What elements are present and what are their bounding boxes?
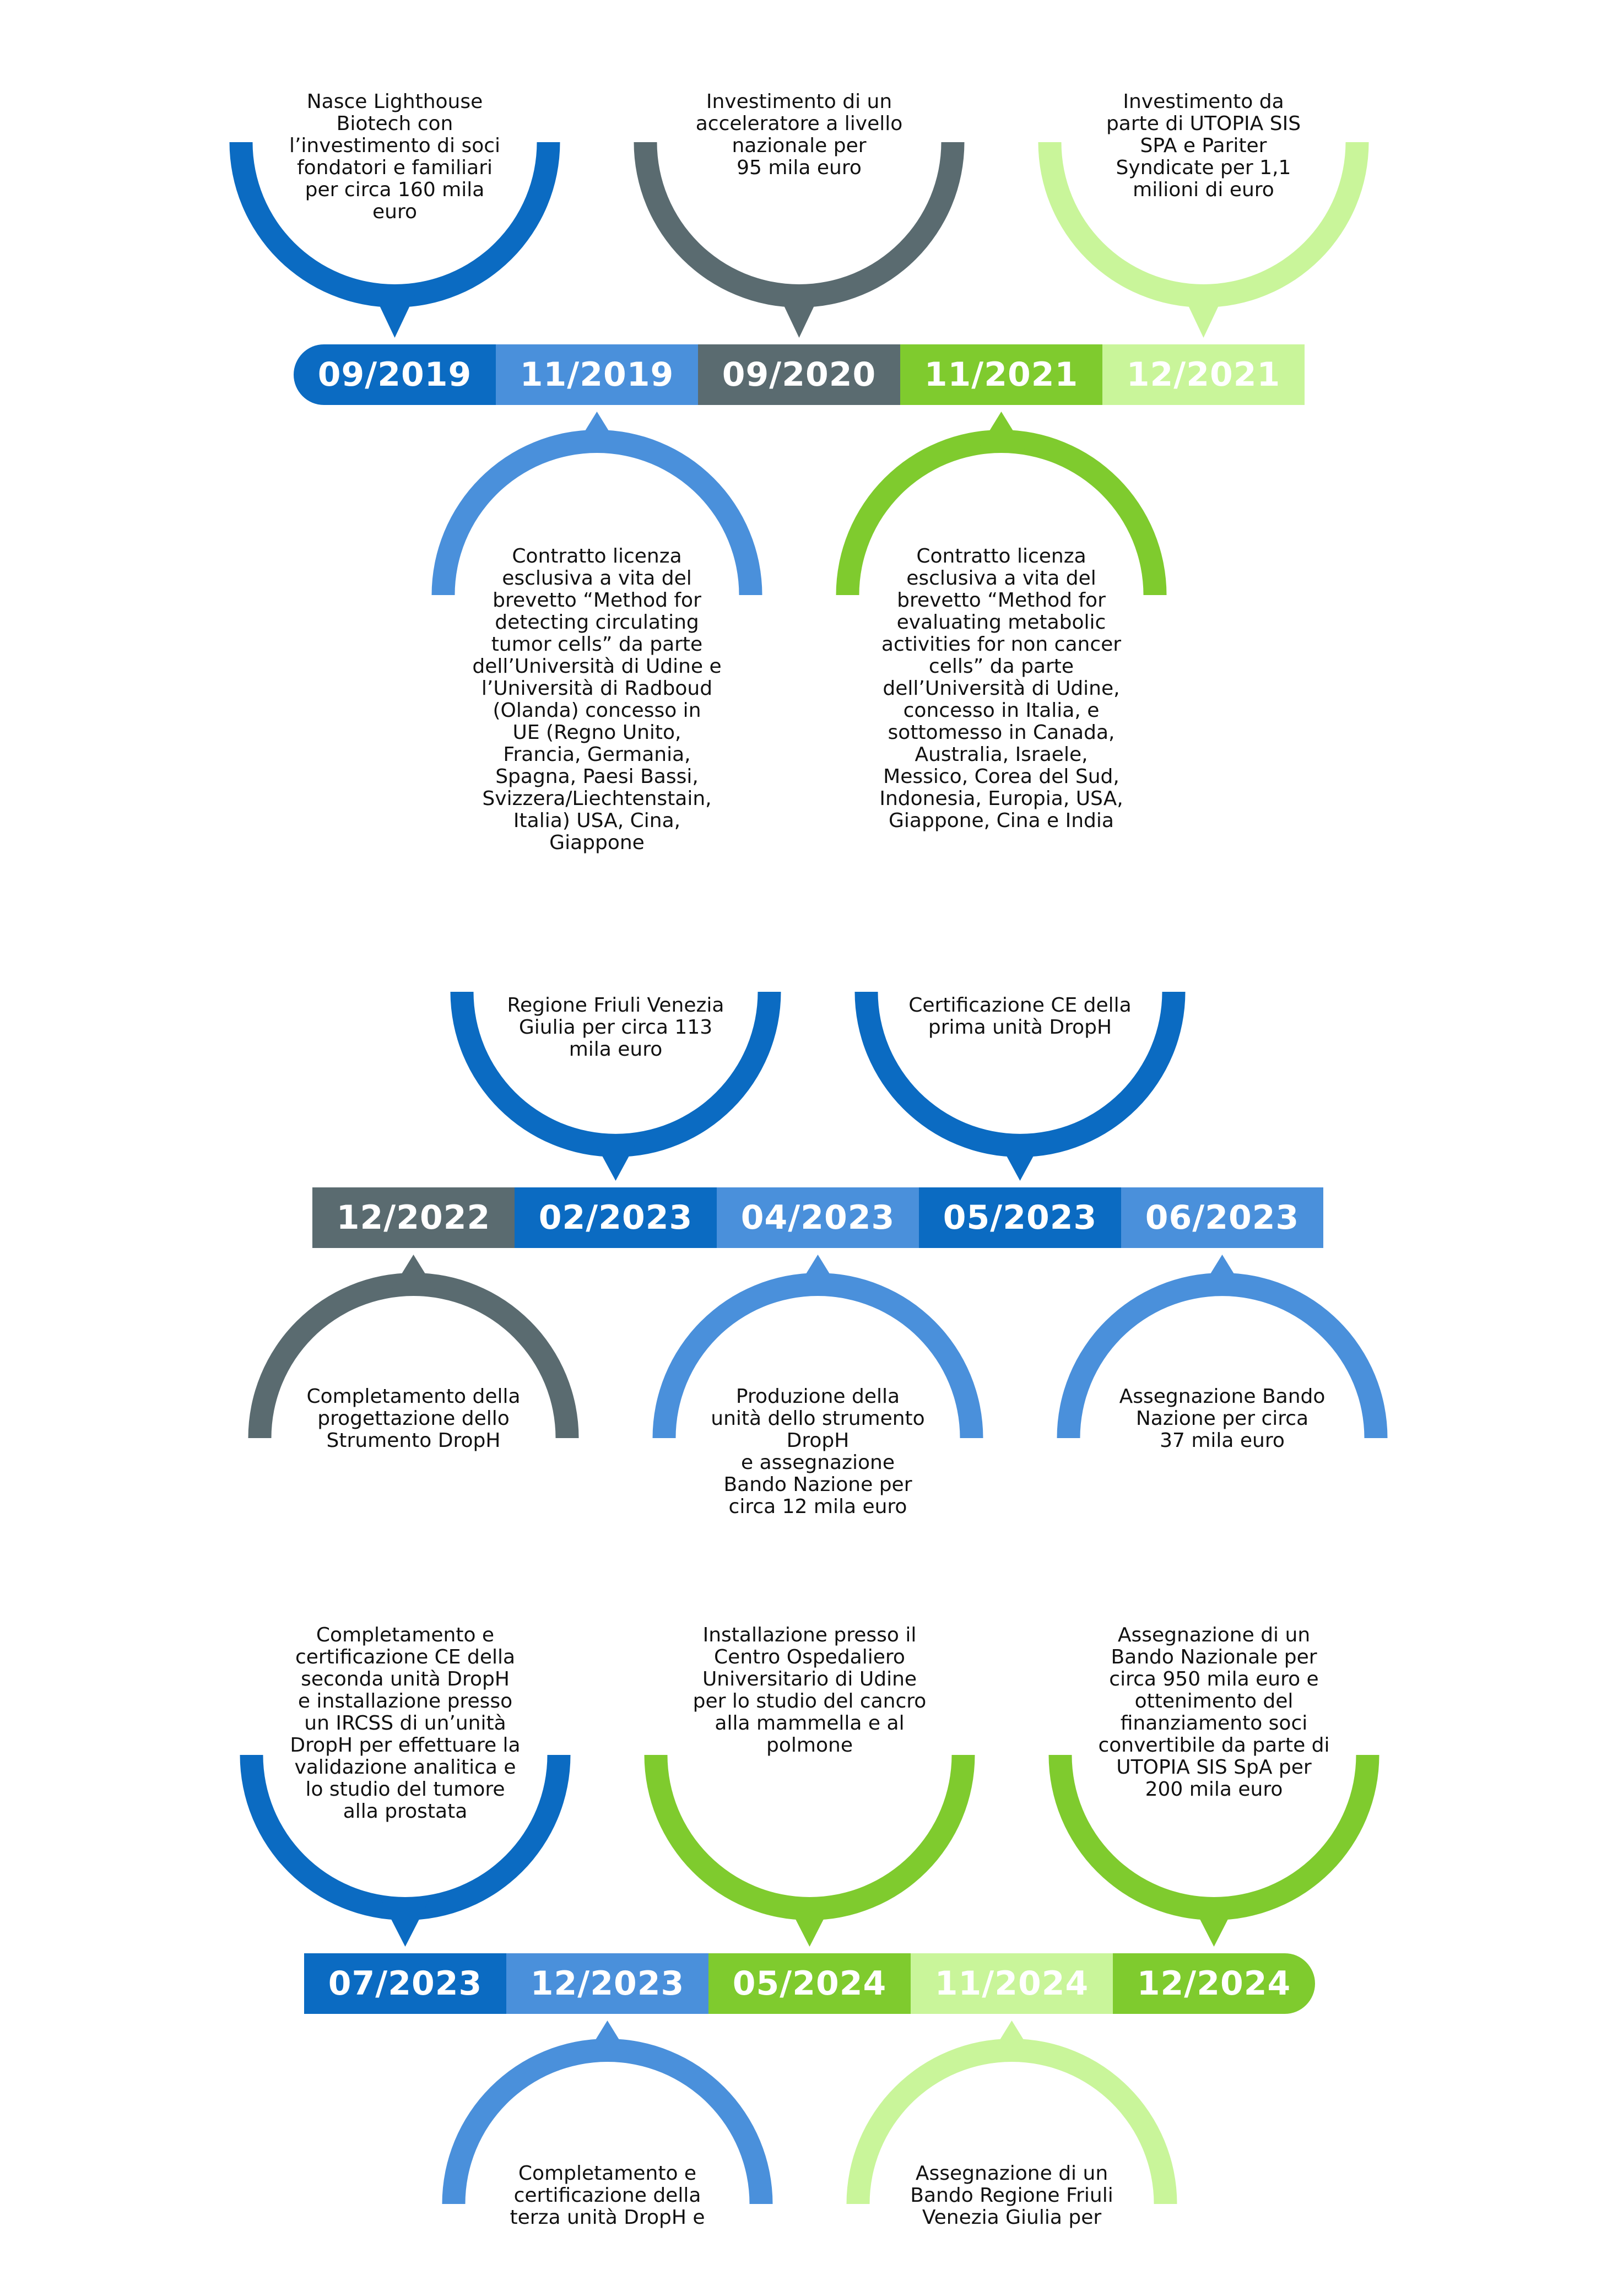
timeline-date-segment: 09/2019 xyxy=(294,344,496,405)
event-arc xyxy=(1048,1755,1379,1920)
event-description: Assegnazione Bando Nazione per circa 37 … xyxy=(1119,1385,1326,1452)
event-arc xyxy=(442,2039,773,2204)
event-description: Assegnazione di un Bando Regione Friuli … xyxy=(910,2162,1113,2229)
event-arc xyxy=(846,2039,1177,2204)
event-arc xyxy=(450,992,781,1157)
event-description: Nasce Lighthouse Biotech con l’investime… xyxy=(289,90,501,223)
timeline-date-segment: 06/2023 xyxy=(1121,1187,1323,1248)
event-arc xyxy=(229,142,560,307)
timeline-date-segment: 05/2024 xyxy=(708,1953,911,2014)
event-pointer xyxy=(1197,1255,1247,1295)
event-pointer xyxy=(582,2021,632,2061)
event-description: Certificazione CE della prima unità Drop… xyxy=(908,994,1132,1039)
event-arc xyxy=(240,1755,571,1920)
event-arc xyxy=(248,1273,579,1438)
event-pointer xyxy=(370,285,420,338)
event-pointer xyxy=(380,1898,430,1947)
event-arc xyxy=(1057,1273,1388,1438)
event-arc xyxy=(1038,142,1369,307)
event-arc xyxy=(836,430,1167,595)
event-pointer xyxy=(995,1135,1045,1181)
timeline-date-segment: 11/2021 xyxy=(900,344,1102,405)
timeline-date-segment: 12/2023 xyxy=(506,1953,708,2014)
timeline-date-segment: 12/2022 xyxy=(312,1187,515,1248)
event-description: Completamento e certificazione CE della … xyxy=(290,1624,521,1823)
event-arc xyxy=(854,992,1186,1157)
event-pointer xyxy=(388,1255,439,1295)
timeline-date-segment: 12/2024 xyxy=(1113,1953,1315,2014)
event-pointer xyxy=(976,412,1026,452)
event-pointer xyxy=(591,1135,641,1181)
event-pointer xyxy=(1189,1898,1239,1947)
timeline-date-segment: 12/2021 xyxy=(1102,344,1305,405)
event-description: Installazione presso il Centro Ospedalie… xyxy=(693,1624,927,1757)
event-pointer xyxy=(987,2021,1037,2061)
timeline-date-segment: 11/2019 xyxy=(496,344,698,405)
event-pointer xyxy=(572,412,622,452)
timeline-date-segment: 05/2023 xyxy=(919,1187,1121,1248)
event-pointer xyxy=(774,285,824,338)
event-arc xyxy=(634,142,965,307)
event-description: Produzione della unità dello strumento D… xyxy=(711,1385,925,1518)
event-description: Assegnazione di un Bando Nazionale per c… xyxy=(1098,1624,1330,1801)
event-pointer xyxy=(1178,285,1229,338)
event-description: Regione Friuli Venezia Giulia per circa … xyxy=(507,994,724,1061)
event-pointer xyxy=(793,1255,843,1295)
event-arc xyxy=(652,1273,983,1438)
timeline-date-segment: 09/2020 xyxy=(698,344,900,405)
timeline-date-segment: 02/2023 xyxy=(515,1187,717,1248)
event-description: Completamento e certificazione della ter… xyxy=(510,2162,705,2229)
timeline-date-segment: 04/2023 xyxy=(717,1187,919,1248)
event-description: Contratto licenza esclusiva a vita del b… xyxy=(472,545,722,854)
event-pointer xyxy=(785,1898,835,1947)
event-description: Investimento da parte di UTOPIA SIS SPA … xyxy=(1106,90,1301,201)
event-description: Investimento di un acceleratore a livell… xyxy=(695,90,903,179)
event-arc xyxy=(431,430,762,595)
timeline-date-segment: 07/2023 xyxy=(304,1953,506,2014)
event-arc xyxy=(644,1755,975,1920)
timeline-date-segment: 11/2024 xyxy=(911,1953,1113,2014)
event-description: Contratto licenza esclusiva a vita del b… xyxy=(879,545,1123,832)
event-description: Completamento della progettazione dello … xyxy=(306,1385,521,1452)
